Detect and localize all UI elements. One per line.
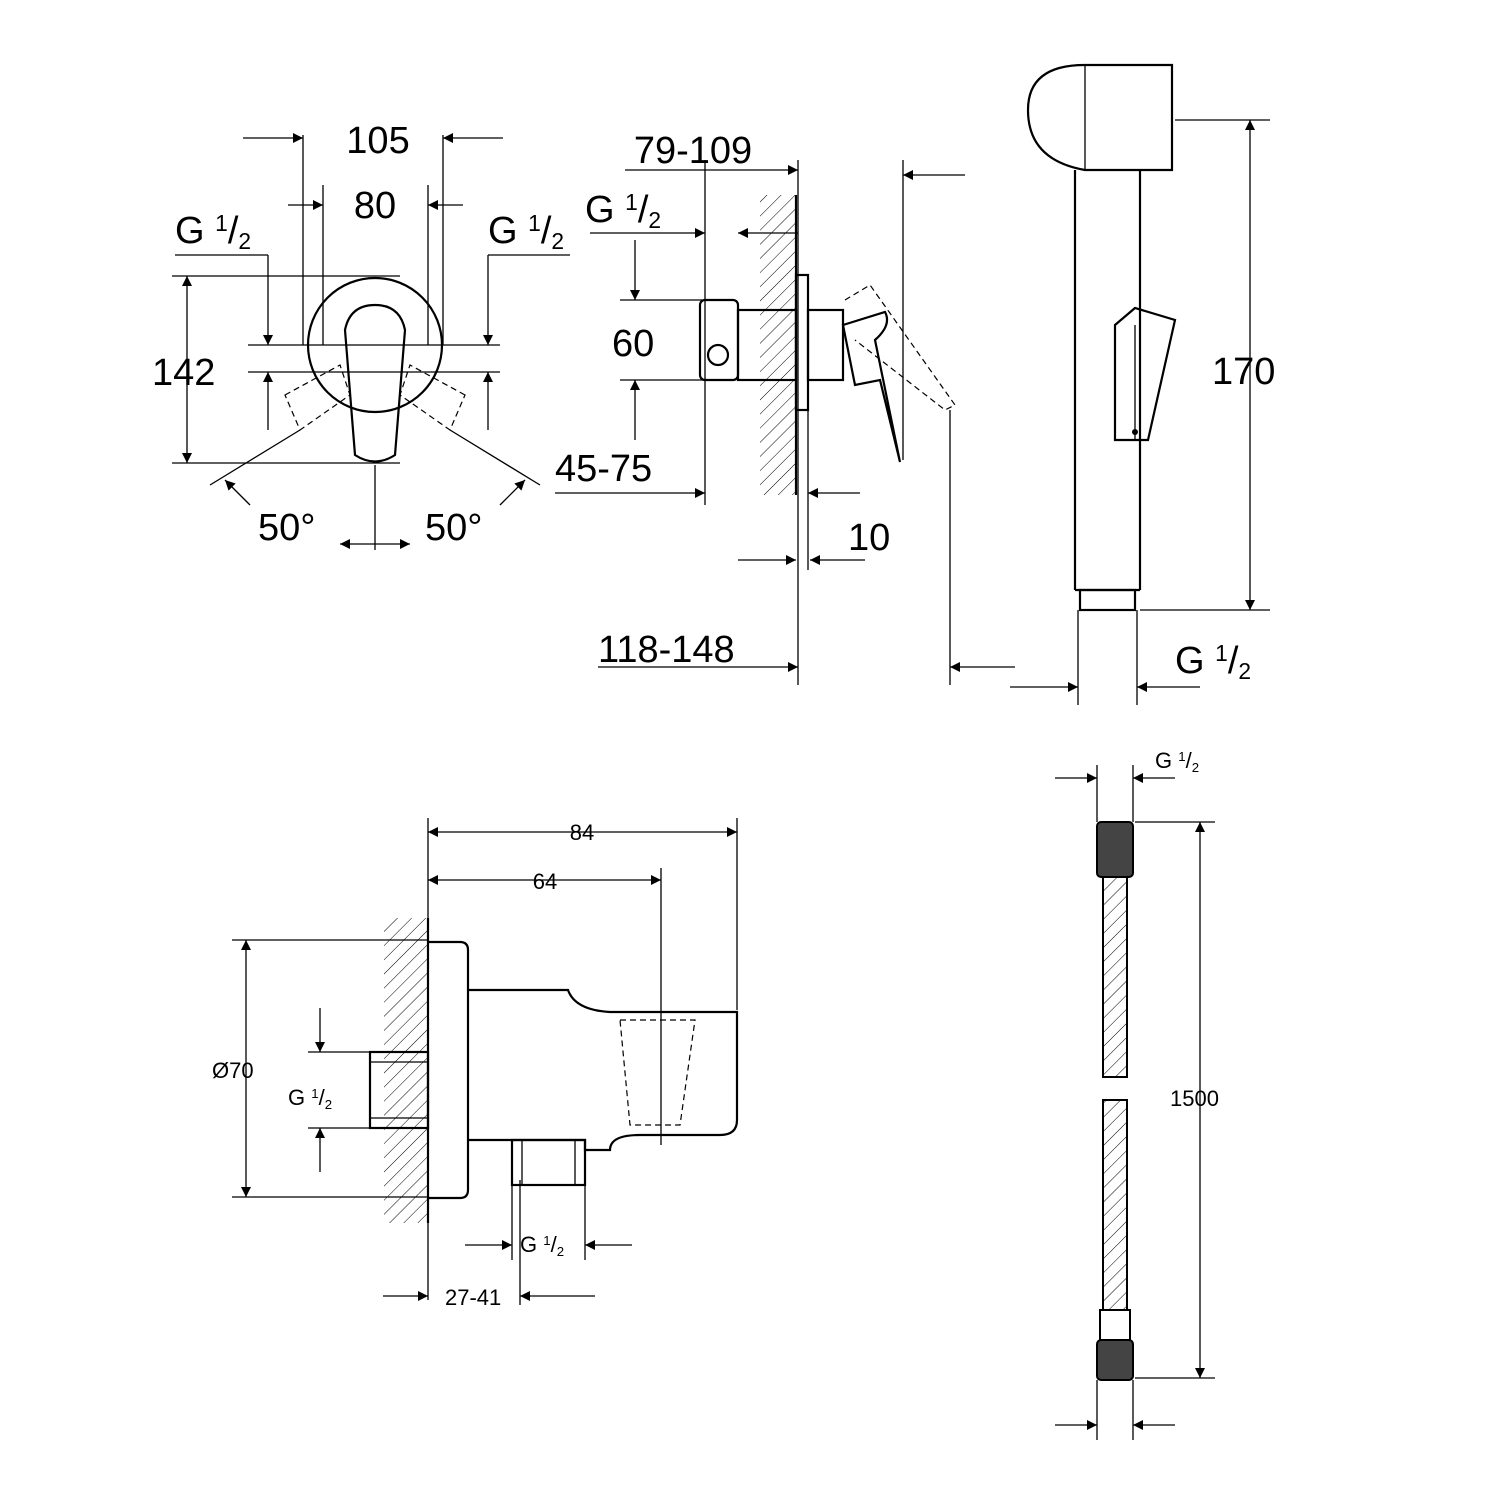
thread-label-left: G 1/2: [175, 210, 251, 254]
angle-left: 50°: [258, 507, 315, 549]
dim-bracket-inner: 64: [533, 869, 557, 894]
dim-side-height: 60: [612, 323, 654, 365]
thread-label-outlet: G 1/2: [520, 1232, 564, 1259]
thread-label-shower: G 1/2: [1175, 640, 1251, 684]
hand-shower: [1010, 63, 1270, 705]
dim-total-range: 118-148: [598, 629, 735, 671]
side-view: [555, 160, 1015, 685]
dim-bracket-diameter: Ø70: [212, 1058, 254, 1083]
dim-shower-length: 170: [1212, 351, 1275, 393]
dim-width-outer: 105: [346, 120, 409, 162]
dim-width-inner: 80: [354, 185, 396, 227]
dim-bracket-total: 84: [570, 820, 594, 845]
dim-outlet-range: 27-41: [445, 1285, 501, 1310]
thread-label-inlet: G 1/2: [288, 1085, 332, 1112]
front-view: [172, 133, 570, 550]
dim-depth-range: 79-109: [634, 130, 752, 172]
thread-label-hose-top: G 1/2: [1155, 748, 1199, 775]
dim-inset-range: 45-75: [555, 448, 652, 490]
hose: [1055, 765, 1215, 1440]
dim-hose-length: 1500: [1170, 1086, 1219, 1111]
thread-label-right: G 1/2: [488, 210, 564, 254]
dim-height: 142: [152, 352, 215, 394]
thread-label-side: G 1/2: [585, 189, 661, 233]
dim-offset: 10: [848, 517, 890, 559]
wall-bracket: [232, 818, 739, 1305]
angle-right: 50°: [425, 507, 482, 549]
